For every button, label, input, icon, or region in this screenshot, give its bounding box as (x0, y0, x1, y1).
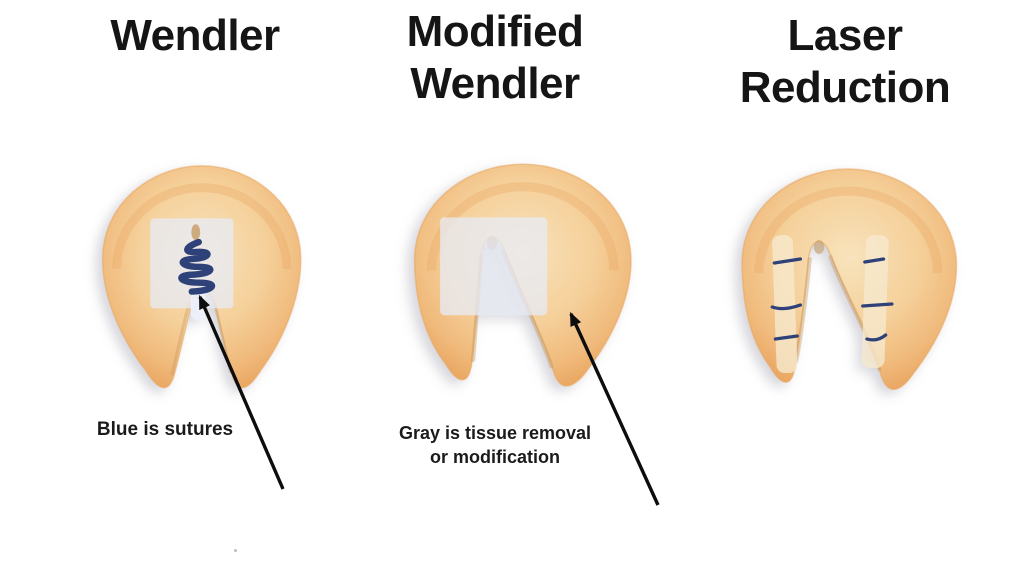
title-line: Laser (787, 11, 903, 60)
title-line: Reduction (739, 63, 951, 112)
laser-reduction-cookie-photo (741, 168, 958, 391)
title-line: Wendler (110, 11, 280, 60)
cookie-rim-highlight (754, 186, 943, 274)
panel-title-laser-reduction: Laser Reduction (695, 10, 995, 114)
laser-strip-right (861, 234, 889, 369)
title-line: Modified (406, 7, 584, 56)
cookie-rim-highlight (112, 183, 292, 269)
legend-blue-sutures: Blue is sutures (65, 418, 265, 442)
suture-squiggle (178, 238, 215, 295)
legend-line: or modification (430, 447, 560, 467)
legend-line: Gray is tissue removal (398, 423, 592, 443)
arrow-to-tissue-overlay (569, 311, 660, 506)
panel-title-modified-wendler: Modified Wendler (345, 6, 645, 110)
tissue-overlay (440, 217, 548, 316)
laser-marks (770, 257, 894, 342)
title-line: Wendler (410, 59, 580, 108)
legend-gray-tissue: Gray is tissue removal or modification (360, 421, 630, 469)
legend-line: Blue is sutures (96, 419, 234, 440)
wendler-cookie-photo (101, 165, 302, 389)
fold-dimple (191, 224, 201, 241)
panel-title-wendler: Wendler (45, 10, 345, 62)
fold-dimple (813, 240, 825, 254)
modified-wendler-cookie-photo (413, 163, 632, 387)
stray-dot-mark (234, 549, 237, 552)
arrow-to-sutures (198, 294, 285, 490)
